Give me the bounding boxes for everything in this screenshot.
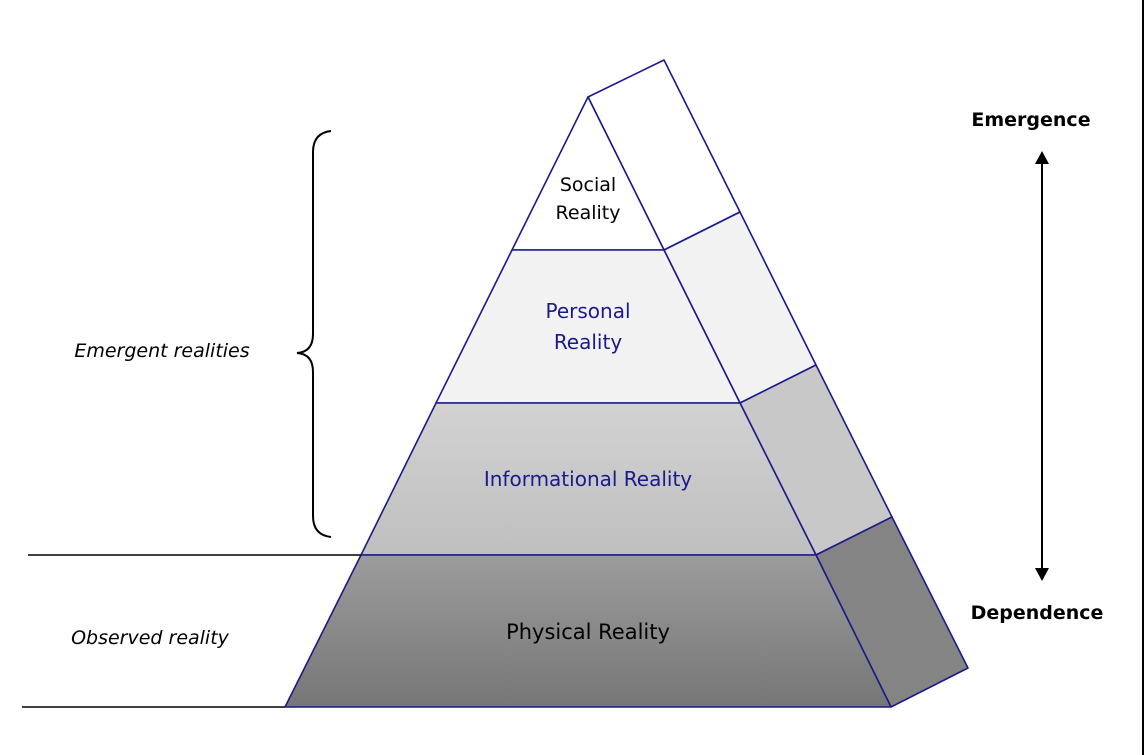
curly-brace [296,130,332,538]
informational-label: Informational Reality [484,467,692,491]
social-label-1: Social [560,174,616,196]
social-label-2: Reality [556,202,621,224]
observed-reality-label: Observed reality [71,627,230,649]
personal-label-2: Reality [554,330,623,354]
physical-label: Physical Reality [506,620,670,644]
emergence-label: Emergence [971,109,1090,131]
personal-label-1: Personal [545,299,630,323]
arrow-up-icon [1035,151,1049,164]
dependence-label: Dependence [971,602,1104,624]
emergent-realities-label: Emergent realities [74,340,249,362]
emergence-dependence-arrow [1035,151,1049,581]
arrow-down-icon [1035,568,1049,581]
level-physical [284,554,892,708]
